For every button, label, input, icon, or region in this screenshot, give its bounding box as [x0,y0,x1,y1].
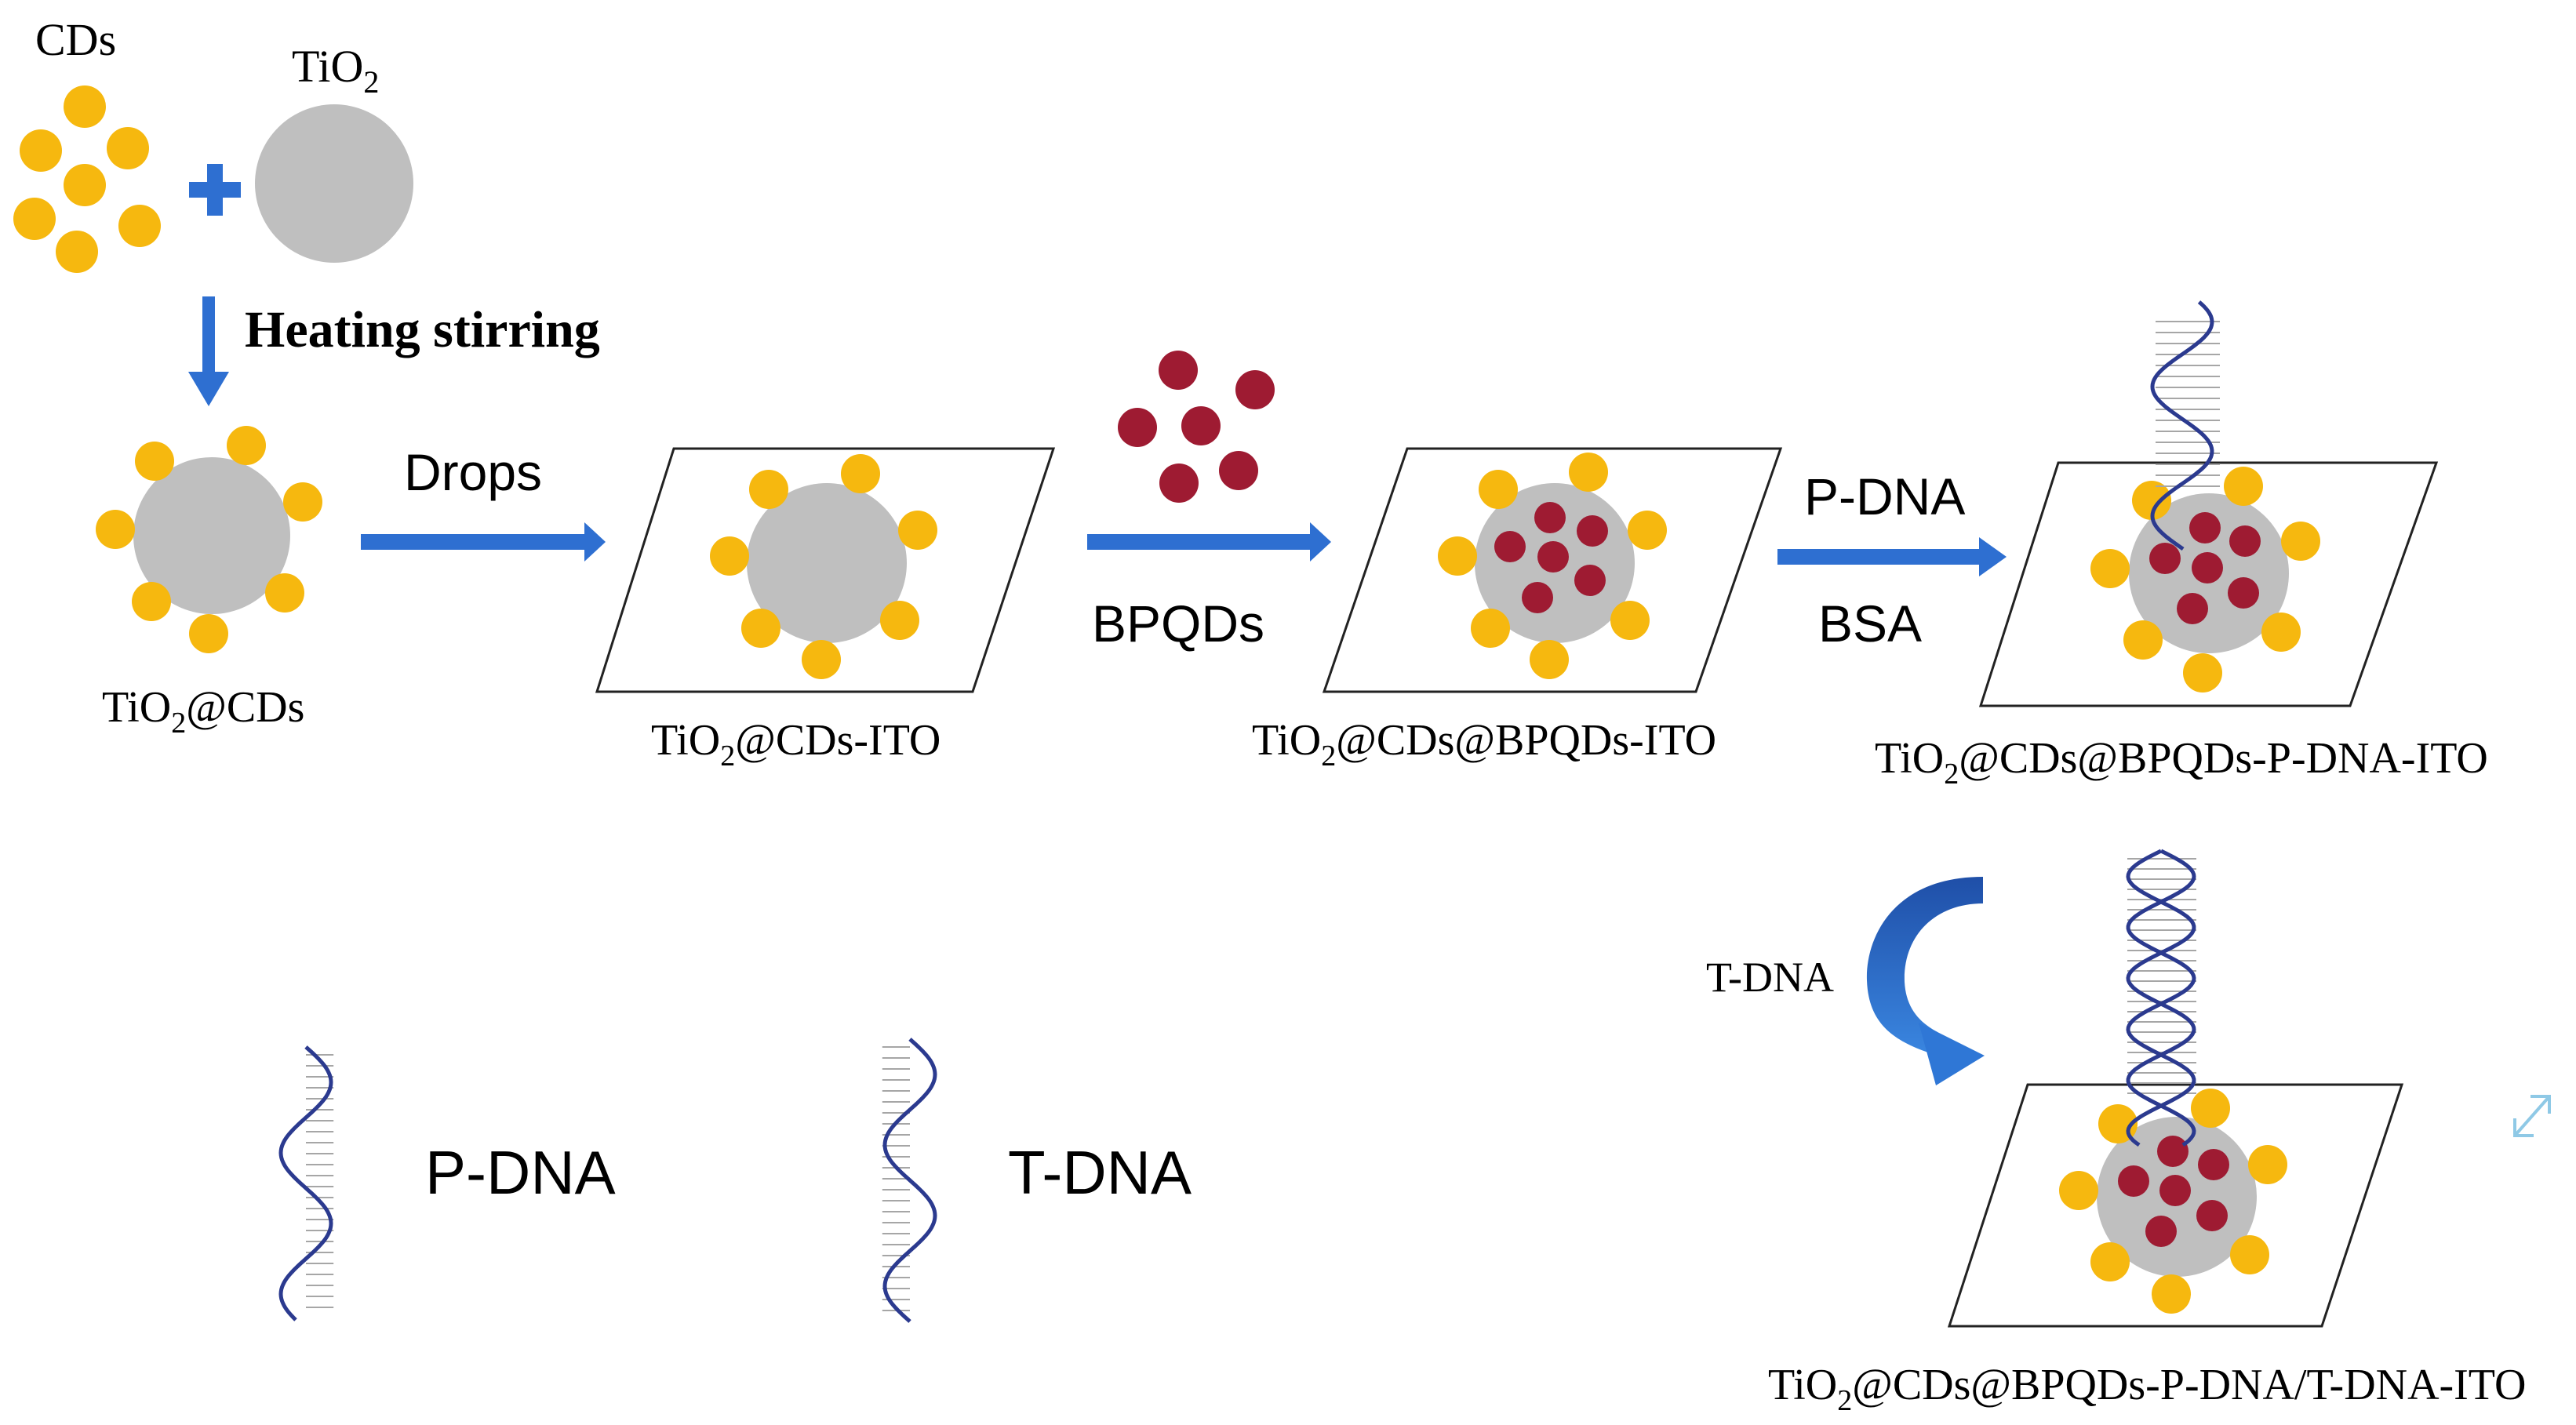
legend-t-dna-strand-icon [882,1038,937,1323]
expand-icon [2513,1095,2551,1137]
tio2-label: TiO2 [292,41,379,100]
product-label-tio2-cds-bpqds-p-dna-ito: TiO2@CDs@BPQDs-P-DNA-ITO [1875,734,2488,791]
tio2-cds-ito-electrode [595,447,1056,693]
legend-t-dna-label: T-DNA [1008,1138,1192,1207]
tio2-cds-particle [96,426,322,653]
p-dna-t-dna-duplex [2126,849,2196,1147]
legend-p-dna-label: P-DNA [425,1138,616,1207]
cds-label: CDs [35,14,116,65]
bpqds-arrow-icon [1087,522,1331,562]
bsa-label: BSA [1818,594,1922,653]
bpqds-cluster [1118,351,1275,503]
drops-arrow-icon [361,522,606,562]
p-dna-strand-on-electrode [2150,300,2220,551]
cds-cluster [13,85,161,273]
legend-p-dna-strand-icon [278,1045,334,1321]
product-label-tio2-cds-bpqds-ito: TiO2@CDs@BPQDs-ITO [1252,716,1716,772]
product-label-tio2-cds: TiO2@CDs [102,683,304,740]
p-dna-bsa-arrow-icon [1777,537,2007,576]
product-label-final: TiO2@CDs@BPQDs-P-DNA/T-DNA-ITO [1768,1361,2526,1417]
heating-stirring-label: Heating stirring [245,301,600,358]
bpqds-label: BPQDs [1092,594,1264,653]
t-dna-step-label: T-DNA [1706,954,1834,1001]
drops-label: Drops [404,443,542,501]
final-electrode [1947,1083,2404,1328]
tio2-cds-bpqds-p-dna-ito-electrode [1978,461,2439,707]
plus-icon [189,164,241,216]
down-arrow-icon [188,296,229,406]
tio2-cds-bpqds-ito-electrode [1322,447,1783,693]
tio2-particle [255,104,413,263]
product-label-tio2-cds-ito: TiO2@CDs-ITO [651,716,941,772]
p-dna-step-label: P-DNA [1804,467,1965,525]
t-dna-curved-arrow-icon [1866,877,1985,1085]
